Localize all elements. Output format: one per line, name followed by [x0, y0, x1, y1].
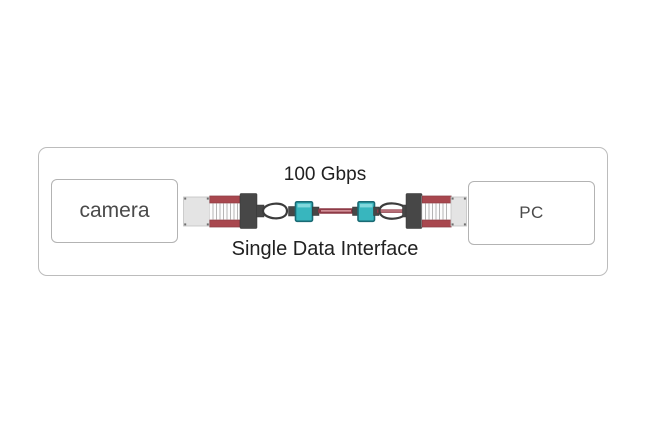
strain-relief-right-icon — [421, 195, 452, 228]
connector-housing-left-icon — [183, 196, 210, 227]
camera-node-box: camera — [51, 179, 178, 243]
bandwidth-label: 100 Gbps — [283, 164, 367, 185]
pc-node-label: PC — [519, 203, 544, 222]
fiber-wire-icon — [318, 208, 354, 214]
ferrule-right-icon — [352, 201, 380, 223]
backshell-left-icon — [239, 193, 265, 229]
camera-node-label: camera — [79, 199, 150, 222]
backshell-right-icon — [402, 193, 423, 229]
strain-relief-left-icon — [209, 195, 241, 228]
interface-label: Single Data Interface — [231, 238, 419, 260]
fiber-through-loop-icon — [377, 209, 408, 213]
connector-housing-right-icon — [450, 196, 467, 227]
ferrule-left-icon — [288, 201, 320, 223]
pull-tab-loop-right-icon — [378, 202, 408, 220]
active-optical-cable-icon — [183, 193, 467, 229]
pull-tab-loop-left-icon — [261, 202, 289, 220]
pc-node-box: PC — [468, 181, 595, 245]
